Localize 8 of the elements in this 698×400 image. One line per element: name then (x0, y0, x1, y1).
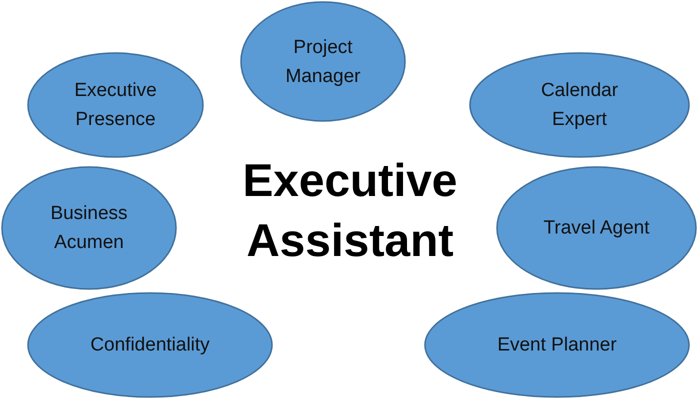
node-label: Event Planner (497, 334, 617, 358)
node-label: Business Acumen (49, 202, 129, 255)
node-label: Calendar Expert (540, 79, 620, 132)
center-heading: Executive Assistant (242, 153, 458, 268)
node-label: Executive Presence (73, 79, 158, 132)
node-label: Project Manager (284, 36, 362, 88)
node-label: Travel Agent (542, 216, 650, 240)
node-label: Confidentiality (89, 334, 211, 358)
